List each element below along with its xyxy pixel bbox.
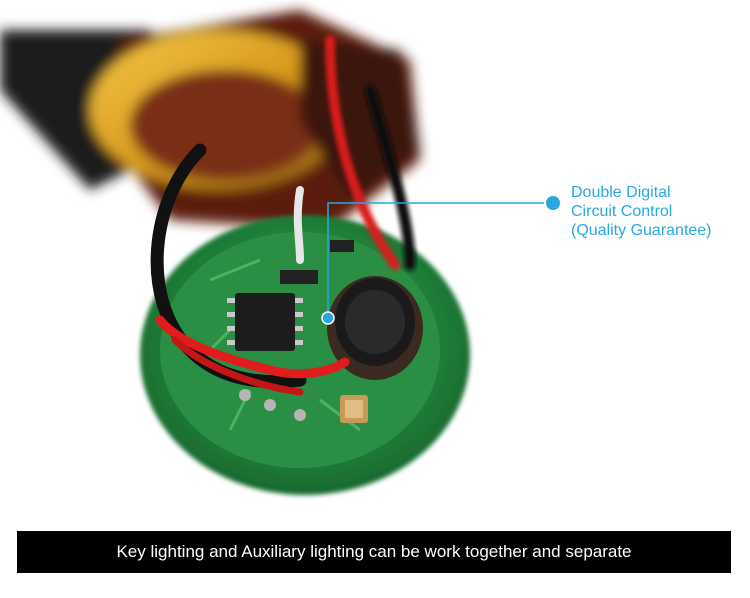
callout-line-2: Circuit Control bbox=[571, 203, 673, 220]
callout-leader bbox=[321, 194, 562, 325]
callout-line-3: (Quality Guarantee) bbox=[571, 222, 712, 239]
callout-line-1: Double Digital bbox=[571, 184, 671, 201]
circuit-board-illustration bbox=[0, 10, 562, 495]
caption-text: Key lighting and Auxiliary lighting can … bbox=[116, 542, 632, 561]
pcb-board bbox=[140, 215, 470, 495]
caption-bar: Key lighting and Auxiliary lighting can … bbox=[17, 531, 731, 573]
circuit-board-photo bbox=[0, 10, 562, 495]
callout-label: Double Digital Circuit Control (Quality … bbox=[571, 183, 712, 240]
wires bbox=[150, 35, 416, 396]
